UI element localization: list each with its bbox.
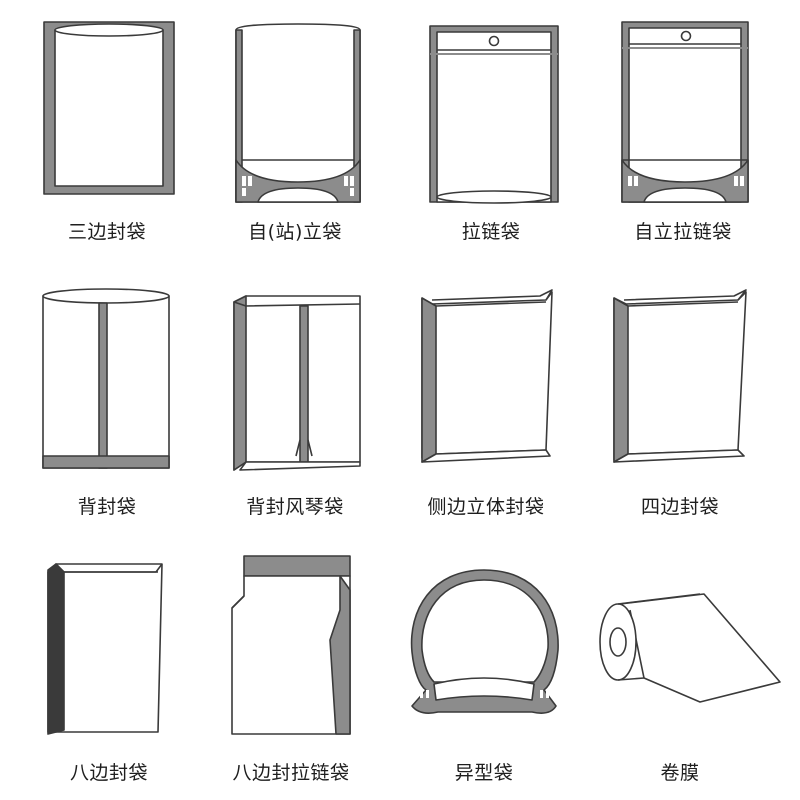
label-three-side-seal-bag: 三边封袋 (12, 217, 202, 244)
label-stand-up-pouch: 自(站)立袋 (200, 217, 390, 244)
label-side-gusset-bag: 侧边立体封袋 (391, 492, 581, 519)
label-shaped-bag: 异型袋 (389, 758, 579, 785)
three-side-seal-bag-icon (44, 22, 174, 194)
shaped-bag-icon (412, 570, 559, 713)
label-zipper-bag: 拉链袋 (396, 217, 586, 244)
label-back-seal-bag: 背封袋 (12, 492, 202, 519)
stand-up-zipper-pouch-icon (622, 22, 748, 202)
side-gusset-bag-icon (422, 290, 552, 462)
zipper-bag-icon (430, 26, 558, 203)
label-stand-up-zipper-pouch: 自立拉链袋 (588, 217, 778, 244)
label-four-side-seal-bag: 四边封袋 (585, 492, 775, 519)
eight-side-seal-zipper-bag-icon (232, 556, 350, 734)
label-eight-side-seal-bag: 八边封袋 (14, 758, 204, 785)
label-back-seal-gusset-bag: 背封风琴袋 (200, 492, 390, 519)
four-side-seal-bag-icon (614, 290, 746, 462)
stand-up-pouch-icon (236, 24, 360, 202)
roll-film-icon (600, 594, 780, 702)
eight-side-seal-bag-icon (48, 564, 162, 734)
label-roll-film: 卷膜 (585, 758, 775, 785)
back-seal-gusset-bag-icon (234, 296, 360, 470)
back-seal-bag-icon (43, 289, 169, 468)
label-eight-side-seal-zipper-bag: 八边封拉链袋 (196, 758, 386, 785)
